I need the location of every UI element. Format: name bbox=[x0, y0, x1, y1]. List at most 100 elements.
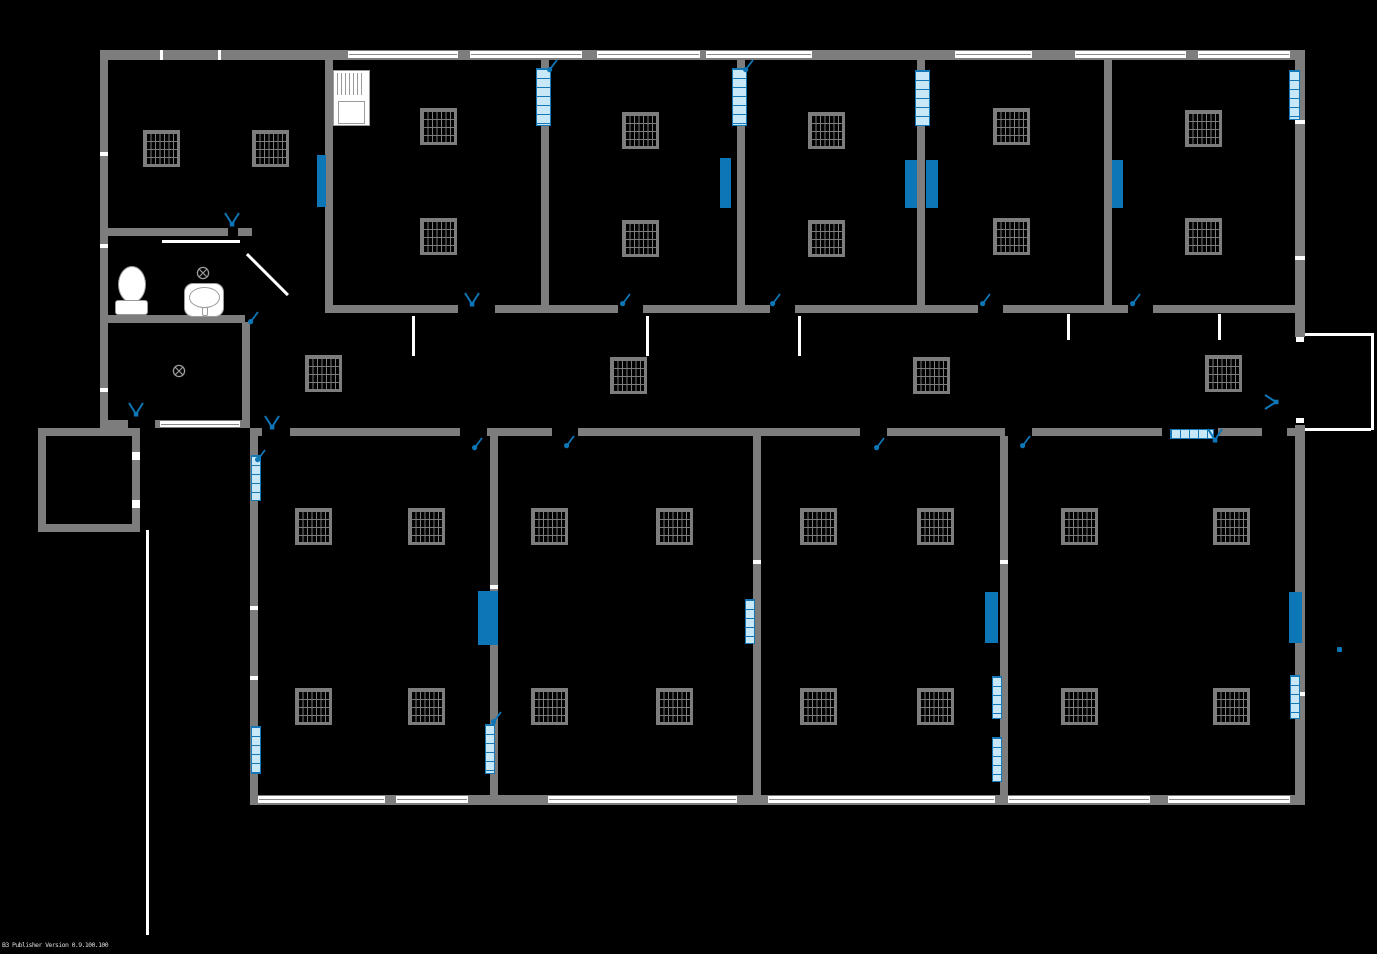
radiator[interactable] bbox=[732, 68, 747, 126]
wall bbox=[1287, 428, 1300, 436]
door-panel[interactable] bbox=[905, 160, 917, 208]
floor-grille[interactable] bbox=[913, 357, 950, 394]
wall bbox=[250, 428, 258, 805]
window-strip bbox=[706, 51, 812, 58]
wall bbox=[753, 436, 761, 796]
door-swing-icon bbox=[768, 292, 788, 308]
door-panel[interactable] bbox=[926, 160, 938, 208]
floor-grille[interactable] bbox=[1213, 688, 1250, 725]
door-swing-icon bbox=[618, 292, 638, 308]
wall bbox=[38, 428, 46, 532]
door-leaf bbox=[1218, 314, 1221, 340]
door-swing-icon bbox=[1018, 434, 1038, 450]
radiator[interactable] bbox=[485, 724, 495, 774]
wall-joint bbox=[132, 452, 140, 460]
floor-grille[interactable] bbox=[408, 688, 445, 725]
floor-grille[interactable] bbox=[420, 108, 457, 145]
window-strip bbox=[548, 796, 737, 803]
floor-grille[interactable] bbox=[531, 508, 568, 545]
ceiling-light-icon bbox=[196, 265, 210, 280]
radiator[interactable] bbox=[536, 68, 551, 126]
floor-grille[interactable] bbox=[808, 112, 845, 149]
floor-grille[interactable] bbox=[622, 220, 659, 257]
door-swing-icon bbox=[126, 402, 146, 418]
floor-grille[interactable] bbox=[1213, 508, 1250, 545]
door-swing-icon bbox=[262, 415, 282, 431]
floor-grille[interactable] bbox=[656, 688, 693, 725]
wall bbox=[1000, 436, 1008, 796]
door-panel[interactable] bbox=[478, 591, 498, 645]
wall-joint bbox=[160, 50, 163, 60]
floor-grille[interactable] bbox=[800, 508, 837, 545]
floor-grille[interactable] bbox=[917, 508, 954, 545]
floor-grille[interactable] bbox=[656, 508, 693, 545]
door-swing-icon bbox=[872, 436, 892, 452]
floor-grille[interactable] bbox=[993, 108, 1030, 145]
wall bbox=[917, 50, 925, 313]
wall-joint bbox=[100, 244, 108, 248]
floor-grille[interactable] bbox=[295, 508, 332, 545]
radiator[interactable] bbox=[251, 726, 261, 774]
radiator[interactable] bbox=[915, 70, 930, 126]
wall-joint bbox=[1295, 256, 1305, 260]
floor-grille[interactable] bbox=[408, 508, 445, 545]
radiator[interactable] bbox=[1289, 70, 1300, 120]
door-swing-icon bbox=[1264, 392, 1280, 412]
door-panel[interactable] bbox=[317, 155, 326, 207]
radiator[interactable] bbox=[992, 676, 1002, 719]
wall bbox=[238, 228, 252, 236]
floor-grille[interactable] bbox=[800, 688, 837, 725]
wall-joint bbox=[100, 388, 108, 392]
radiator[interactable] bbox=[1170, 429, 1214, 439]
door-panel[interactable] bbox=[1289, 592, 1302, 643]
toilet-icon[interactable] bbox=[115, 266, 149, 316]
wall-joint bbox=[1000, 560, 1008, 564]
floor-grille[interactable] bbox=[305, 355, 342, 392]
floor-grille[interactable] bbox=[917, 688, 954, 725]
wall bbox=[100, 228, 228, 236]
radiator[interactable] bbox=[992, 737, 1002, 782]
window-strip bbox=[768, 796, 995, 803]
radiator[interactable] bbox=[251, 455, 261, 501]
door-panel[interactable] bbox=[1112, 160, 1123, 208]
wall bbox=[495, 305, 618, 313]
wall-joint bbox=[100, 152, 108, 156]
wash-basin-icon[interactable] bbox=[184, 283, 224, 317]
wall-joint bbox=[1295, 120, 1305, 124]
wall bbox=[325, 50, 333, 313]
floor-grille[interactable] bbox=[1061, 688, 1098, 725]
floor-grille[interactable] bbox=[1185, 218, 1222, 255]
door-swing-icon bbox=[1128, 292, 1148, 308]
floor-grille[interactable] bbox=[143, 130, 180, 167]
floor-grille[interactable] bbox=[531, 688, 568, 725]
wall bbox=[541, 50, 549, 313]
door-swing-icon bbox=[741, 58, 761, 74]
door-panel[interactable] bbox=[985, 592, 998, 643]
floor-grille[interactable] bbox=[622, 112, 659, 149]
wall-joint bbox=[132, 500, 140, 508]
window-strip bbox=[1008, 796, 1150, 803]
radiator[interactable] bbox=[1290, 675, 1300, 719]
kitchen-sink-icon[interactable] bbox=[333, 70, 370, 126]
wall-joint bbox=[490, 585, 498, 589]
radiator[interactable] bbox=[745, 599, 755, 644]
floor-grille[interactable] bbox=[1185, 110, 1222, 147]
version-text: B3 Publisher Version 0.9.100.100 bbox=[2, 941, 109, 949]
floor-grille[interactable] bbox=[808, 220, 845, 257]
floor-grille[interactable] bbox=[295, 688, 332, 725]
door-leaf bbox=[798, 316, 801, 356]
window-strip bbox=[1168, 796, 1290, 803]
wall bbox=[487, 428, 552, 436]
floor-grille[interactable] bbox=[610, 357, 647, 394]
floor-grille[interactable] bbox=[420, 218, 457, 255]
floor-grille[interactable] bbox=[252, 130, 289, 167]
floor-grille[interactable] bbox=[993, 218, 1030, 255]
window-strip bbox=[258, 796, 385, 803]
door-panel[interactable] bbox=[720, 158, 731, 208]
floor-grille[interactable] bbox=[1205, 355, 1242, 392]
wall bbox=[1032, 428, 1162, 436]
wall bbox=[333, 305, 458, 313]
wall bbox=[1104, 50, 1112, 313]
floor-grille[interactable] bbox=[1061, 508, 1098, 545]
